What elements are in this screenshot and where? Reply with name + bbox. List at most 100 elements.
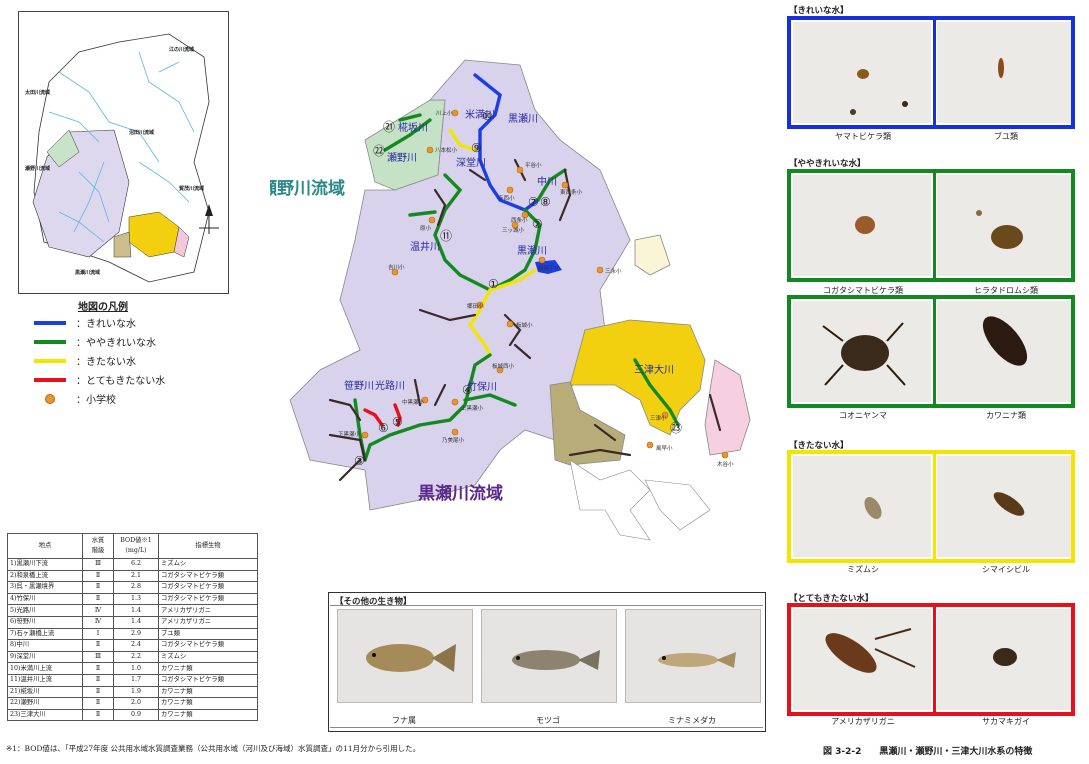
bod-cell: 2.1: [113, 569, 159, 583]
point-11: ⑪: [440, 229, 452, 243]
reservoir: [535, 260, 562, 274]
school-label: 下黒瀬小: [338, 430, 361, 438]
school-label: 郷田小: [467, 302, 484, 310]
indicator-cell: アメリカザリガニ: [158, 615, 258, 629]
col-header: BOD値※1 (mg/L): [113, 533, 159, 559]
inset-label: 江の川流域: [169, 46, 194, 53]
fish-photo-motsugo: [481, 609, 617, 703]
map-legend: 地図の凡例 ：きれいな水 ：ややきれいな水 ：きたない水 ：とてもきたない水 ：…: [34, 298, 234, 408]
bod-cell: 1.0: [113, 662, 159, 675]
legend-label: ：とてもきたない水: [76, 376, 166, 387]
section-title-very-dirty: 【とてもきたない水】: [789, 594, 874, 604]
col-header: 水質 階級: [82, 533, 114, 559]
fair-frame-2: [787, 295, 1075, 408]
other-title: 【その他の生き物】: [335, 597, 412, 607]
species-caption: ミズムシ: [847, 565, 879, 574]
section-title-fair: 【ややきれいな水】: [789, 159, 866, 169]
indicator-cell: コガタシマトビケラ類: [158, 569, 258, 583]
point-9: ⑨: [471, 141, 482, 155]
river-name: 瀬野川: [387, 152, 417, 164]
school-markers: [361, 109, 729, 459]
grade-cell: Ⅲ: [82, 558, 114, 571]
point-7: ⑦: [528, 195, 539, 209]
photo-kogatashimatobikera: [793, 175, 931, 276]
indicator-cell: コガタシマトビケラ類: [158, 673, 258, 687]
school-label: 三永小: [605, 267, 622, 275]
site-cell: 1)黒瀬川下流: [7, 558, 83, 571]
point-6: ⑥: [378, 421, 389, 435]
river-name: 光路川: [375, 379, 405, 392]
photo-hiratadoromushi: [937, 175, 1071, 276]
school-label: 西条小: [511, 216, 528, 224]
legend-item: ：きれいな水: [34, 313, 234, 332]
site-cell: 6)笹野川: [7, 615, 83, 629]
photo-kooniyanma: [793, 301, 931, 402]
river-name: 中川: [537, 175, 557, 188]
inset-map: 江の川流域 太田川流域 瀬野川流域 黒瀬川流域 沼田川流域 賀茂川流域: [18, 11, 229, 294]
photo-shimaishibiru: [937, 456, 1071, 557]
photo-americazarigani: [793, 609, 931, 710]
grade-cell: Ⅱ: [82, 685, 114, 699]
indicator-cell: カワニナ類: [158, 685, 258, 699]
bod-cell: 2.2: [113, 650, 159, 664]
site-cell: 2)和泉橋上流: [7, 569, 83, 583]
school-label: 平谷小: [525, 161, 542, 169]
photo-yamatobikera: [793, 22, 931, 123]
point-10: ⑩: [482, 109, 493, 123]
species-caption: サカマキガイ: [982, 717, 1030, 726]
table-header-row: 地点 水質 階級 BOD値※1 (mg/L) 指標生物: [7, 533, 258, 559]
legend-line-icon: [34, 339, 66, 344]
species-caption: カワニナ類: [986, 411, 1026, 420]
indicator-cell: アメリカザリガニ: [158, 604, 258, 617]
legend-line-icon: [34, 320, 66, 325]
school-label: 吉川小: [388, 263, 405, 271]
site-cell: 3)呉・黒瀬境界: [7, 581, 83, 594]
grade-cell: Ⅱ: [82, 569, 114, 583]
species-caption: コオニヤンマ: [839, 411, 887, 420]
grade-cell: Ⅲ: [82, 650, 114, 664]
indicator-cell: ミズムシ: [158, 650, 258, 664]
indicator-cell: カワニナ類: [158, 697, 258, 710]
school-label: 東西条小: [560, 188, 583, 196]
khaki-basin: [549, 381, 626, 466]
grade-cell: Ⅱ: [82, 592, 114, 606]
bod-cell: 2.0: [113, 697, 159, 710]
photo-sakamakigai: [937, 609, 1071, 710]
grade-cell: Ⅱ: [82, 662, 114, 675]
school-label: 三津小: [650, 414, 667, 422]
species-caption: ヒラタドロムシ類: [974, 286, 1038, 295]
bod-cell: 1.9: [113, 685, 159, 699]
bod-cell: 2.8: [113, 581, 159, 594]
col-header: 地点: [7, 533, 83, 559]
bod-cell: 6.2: [113, 558, 159, 571]
legend-item: ：とてもきたない水: [34, 370, 234, 389]
pink-basin: [704, 359, 751, 456]
inset-map-drawing: 江の川流域 太田川流域 瀬野川流域 黒瀬川流域 沼田川流域 賀茂川流域: [24, 33, 219, 283]
section-title-dirty: 【きたない水】: [789, 441, 849, 451]
indicator-cell: カワニナ類: [158, 662, 258, 675]
school-label: 風早小: [656, 444, 673, 452]
river-name: 米満川: [465, 108, 495, 121]
north-arrow-icon: [199, 204, 219, 234]
site-cell: 22)瀬野川: [7, 697, 83, 710]
grade-cell: Ⅳ: [82, 604, 114, 617]
river-name: 深堂川: [456, 157, 486, 169]
site-cell: 4)竹保川: [7, 592, 83, 606]
grade-cell: Ⅱ: [82, 708, 114, 722]
clean-frame: [787, 16, 1075, 129]
kurose-basin: [289, 59, 631, 511]
school-label: 乃美尾小: [442, 436, 465, 444]
bod-cell: 1.7: [113, 673, 159, 687]
dirty-frame: [787, 450, 1075, 563]
site-cell: 10)米満川上流: [7, 662, 83, 675]
legend-item: ：ややきれいな水: [34, 332, 234, 351]
school-label: 三ッ城小: [502, 226, 525, 234]
river-name: 三津大川: [634, 363, 674, 376]
